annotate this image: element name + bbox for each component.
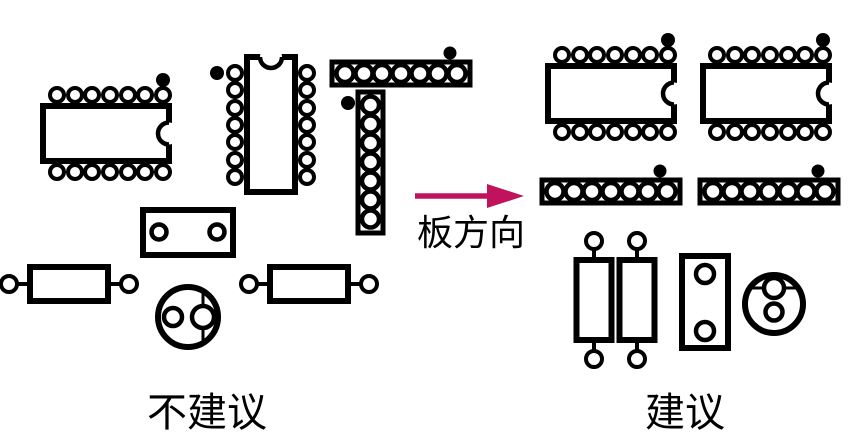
axial-resistor-vertical-2	[620, 233, 655, 367]
axial-resistor-horizontal-2	[241, 267, 377, 301]
axial-resistor-vertical-1	[577, 233, 612, 367]
two-hole-component-horizontal	[140, 207, 236, 258]
right-arrow-icon	[487, 184, 524, 208]
recommended-group: 建议	[542, 33, 840, 436]
board-direction-label: 板方向	[417, 213, 525, 254]
not-recommended-label: 不建议	[147, 390, 267, 436]
dip-ic-vertical	[210, 46, 316, 195]
dip-ic-horizontal-1	[43, 73, 180, 179]
pin-header-horizontal-1	[332, 47, 470, 86]
pin-header-horizontal-3	[700, 165, 838, 204]
pin-header-vertical	[341, 89, 386, 236]
two-hole-component-vertical	[679, 253, 731, 351]
pin-header-horizontal-2	[542, 165, 680, 204]
axial-resistor-horizontal-1	[1, 267, 137, 301]
round-transistor-left	[155, 284, 221, 350]
board-direction-arrow: 板方向	[415, 184, 525, 254]
recommended-label: 建议	[645, 390, 725, 436]
not-recommended-group: 不建议	[1, 46, 470, 436]
round-transistor-right	[742, 272, 806, 336]
dip-ic-horizontal-3	[703, 33, 840, 139]
dip-ic-horizontal-2	[548, 33, 685, 139]
